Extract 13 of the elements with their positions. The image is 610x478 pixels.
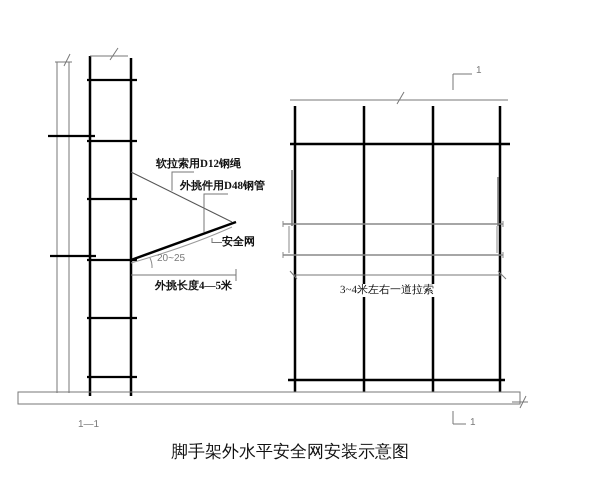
leader-line [172,172,194,192]
annotation-text: 软拉索用D12钢绳 [156,158,241,171]
leader-line [204,194,228,233]
annotation-text: 安全网 [222,236,255,249]
dimension-text: 外挑长度4—5米 [155,280,232,293]
section-number: 1 [470,416,476,429]
leader-line [212,238,222,243]
dimension-text: 3~4米左右一道拉索 [338,284,436,297]
diagram-title: 脚手架外水平安全网安装示意图 [170,442,410,462]
angle-label: 20~25 [157,252,186,265]
section-label: 1—1 [78,418,100,431]
section-number: 1 [476,64,482,77]
annotation-text: 外挑件用D48钢管 [180,180,265,193]
